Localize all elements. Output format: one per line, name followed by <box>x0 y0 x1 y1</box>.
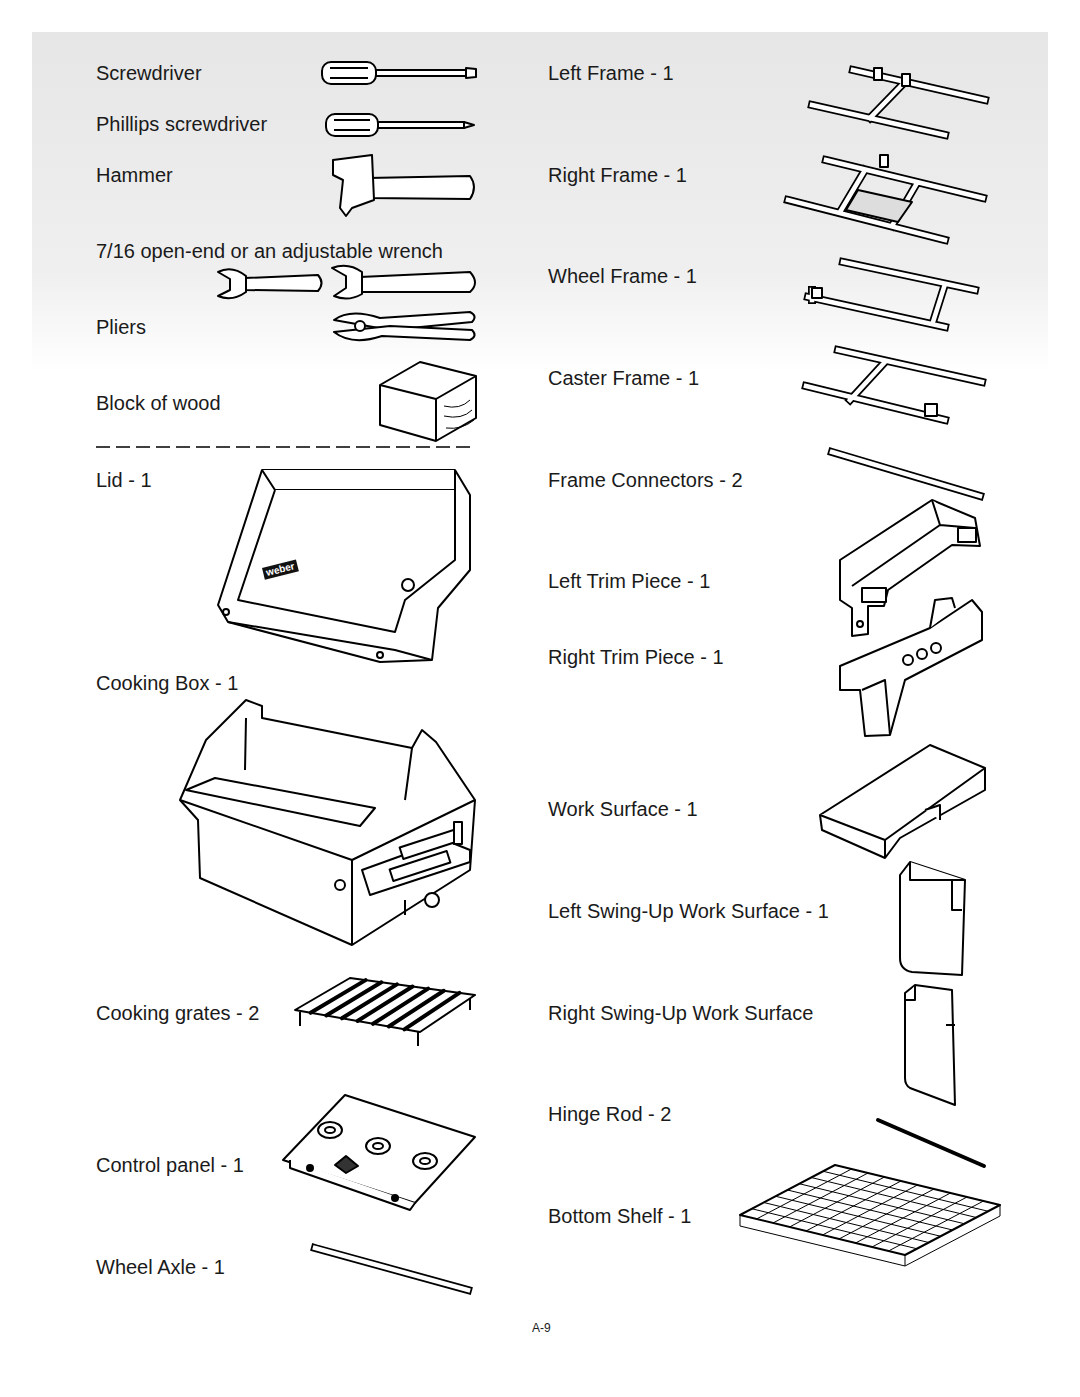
part-label: Bottom Shelf - 1 <box>548 1204 691 1228</box>
cooking-grate-illustration <box>295 978 475 1046</box>
part-label: Right Trim Piece - 1 <box>548 645 724 669</box>
part-label: Lid - 1 <box>96 468 152 492</box>
part-label: Left Frame - 1 <box>548 61 674 85</box>
part-label: Frame Connectors - 2 <box>548 468 743 492</box>
hammer-icon <box>333 155 474 216</box>
part-label: Control panel - 1 <box>96 1153 244 1177</box>
wood-block-icon <box>380 362 476 441</box>
tool-label: Pliers <box>96 315 146 339</box>
wrench-icon <box>218 266 475 299</box>
bottom-shelf-illustration <box>740 1165 1000 1266</box>
screwdriver-icon <box>322 62 476 84</box>
hinge-rod-icon <box>878 1120 984 1166</box>
part-label: Caster Frame - 1 <box>548 366 699 390</box>
part-label: Wheel Frame - 1 <box>548 264 697 288</box>
part-label: Wheel Axle - 1 <box>96 1255 225 1279</box>
page-number: A-9 <box>532 1321 551 1335</box>
part-label: Left Swing-Up Work Surface - 1 <box>548 899 829 923</box>
part-label: Hinge Rod - 2 <box>548 1102 671 1126</box>
lid-illustration <box>218 470 470 662</box>
part-label: Right Swing-Up Work Surface <box>548 1001 813 1025</box>
tool-label: 7/16 open-end or an adjustable wrench <box>96 239 443 263</box>
frame-details <box>812 68 937 416</box>
control-panel-illustration <box>283 1095 475 1210</box>
part-label: Right Frame - 1 <box>548 163 687 187</box>
tool-label: Screwdriver <box>96 61 202 85</box>
part-label: Left Trim Piece - 1 <box>548 569 710 593</box>
phillips-icon <box>326 114 474 136</box>
divider <box>96 446 476 448</box>
tool-label: Block of wood <box>96 391 221 415</box>
tool-label: Hammer <box>96 163 173 187</box>
swing-surface-illustration <box>900 862 965 1105</box>
work-surface-illustration <box>820 745 985 858</box>
right-trim-illustration <box>840 598 982 736</box>
part-label: Cooking grates - 2 <box>96 1001 259 1025</box>
part-label: Cooking Box - 1 <box>96 671 238 695</box>
tool-label: Phillips screwdriver <box>96 112 267 136</box>
pliers-icon <box>334 312 475 340</box>
header-band <box>32 32 1048 372</box>
part-label: Work Surface - 1 <box>548 797 698 821</box>
cooking-box-illustration <box>180 700 475 945</box>
